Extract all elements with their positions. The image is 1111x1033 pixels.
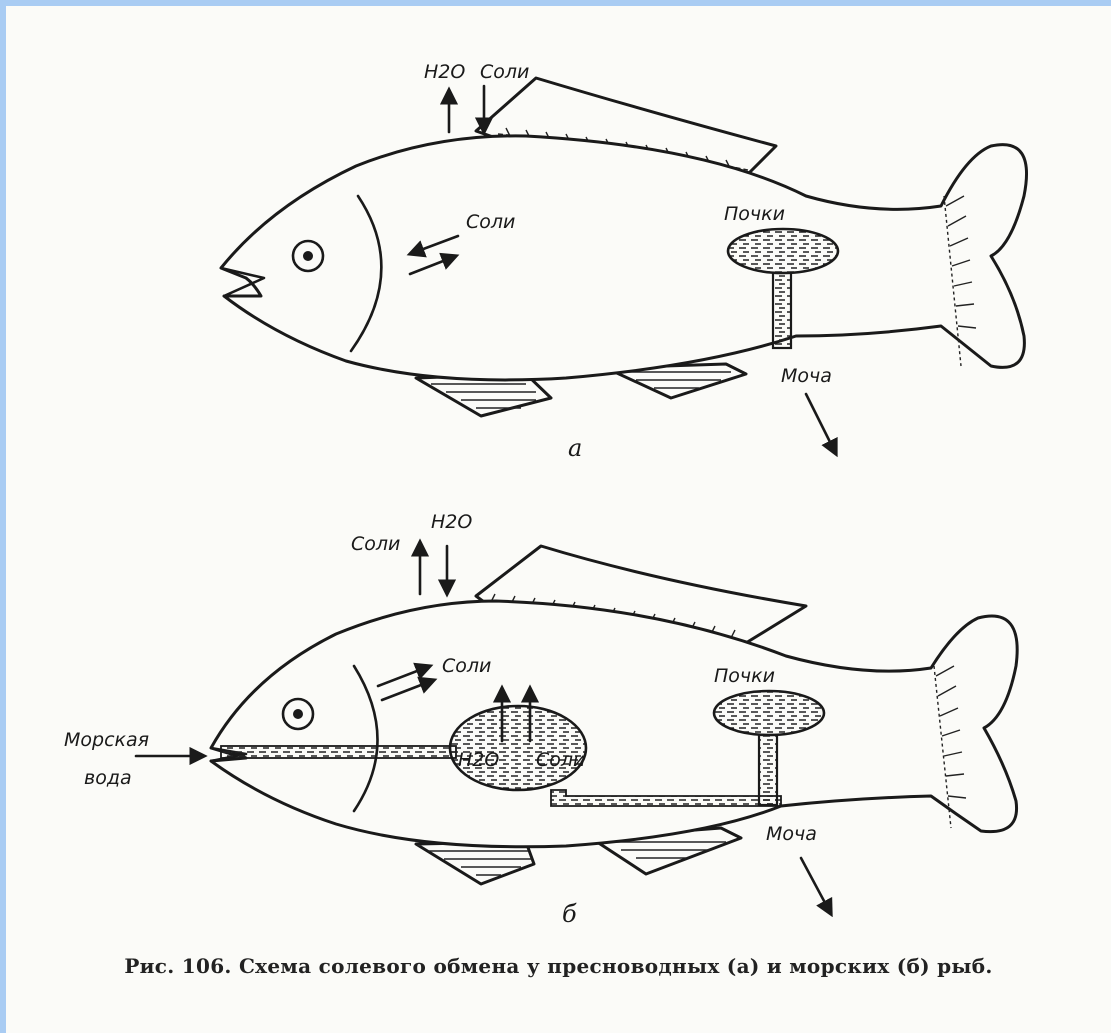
urine-arrow-a <box>806 394 836 454</box>
urine-label-b: Моча <box>766 823 817 845</box>
figure-frame: H2O Соли Соли Почки Моча а <box>6 6 1111 1033</box>
seawater-label-line1: Морская <box>64 729 149 751</box>
kidney-a <box>728 229 838 273</box>
figure-caption: Рис. 106. Схема солевого обмена у пресно… <box>6 954 1111 978</box>
salts-gill-label-b: Соли <box>442 655 491 677</box>
water-label-a: H2O <box>424 61 465 83</box>
kidney-label-a: Почки <box>724 203 785 225</box>
salts-top-label-b: Соли <box>351 533 400 555</box>
salts-top-label-a: Соли <box>480 61 529 83</box>
panel-a-freshwater-fish: H2O Соли Соли Почки Моча а <box>221 61 1027 462</box>
panel-b-marine-fish: Соли H2O Соли Почки Моча Морская вода H2… <box>64 511 1017 928</box>
ureter-b <box>759 735 777 805</box>
fish-body-a <box>221 136 1027 380</box>
water-label-b: H2O <box>431 511 472 533</box>
intestine-b <box>450 706 586 790</box>
urine-label-a: Моча <box>781 365 832 387</box>
kidney-b <box>714 691 824 735</box>
salts-gill-label-a: Соли <box>466 211 515 233</box>
urine-arrow-b <box>801 858 831 914</box>
salt-exchange-diagram: H2O Соли Соли Почки Моча а <box>6 6 1111 1033</box>
seawater-label-line2: вода <box>84 767 132 789</box>
gut-salts-label-b: Соли <box>536 749 585 771</box>
panel-b-label: б <box>562 900 577 928</box>
gut-tube-b <box>221 746 456 758</box>
fish-body-b <box>211 601 1017 847</box>
kidney-label-b: Почки <box>714 665 775 687</box>
panel-a-label: а <box>568 434 582 462</box>
gut-water-label-b: H2O <box>458 749 499 771</box>
ureter-a <box>773 273 791 348</box>
pelvic-fin-icon <box>416 842 534 884</box>
